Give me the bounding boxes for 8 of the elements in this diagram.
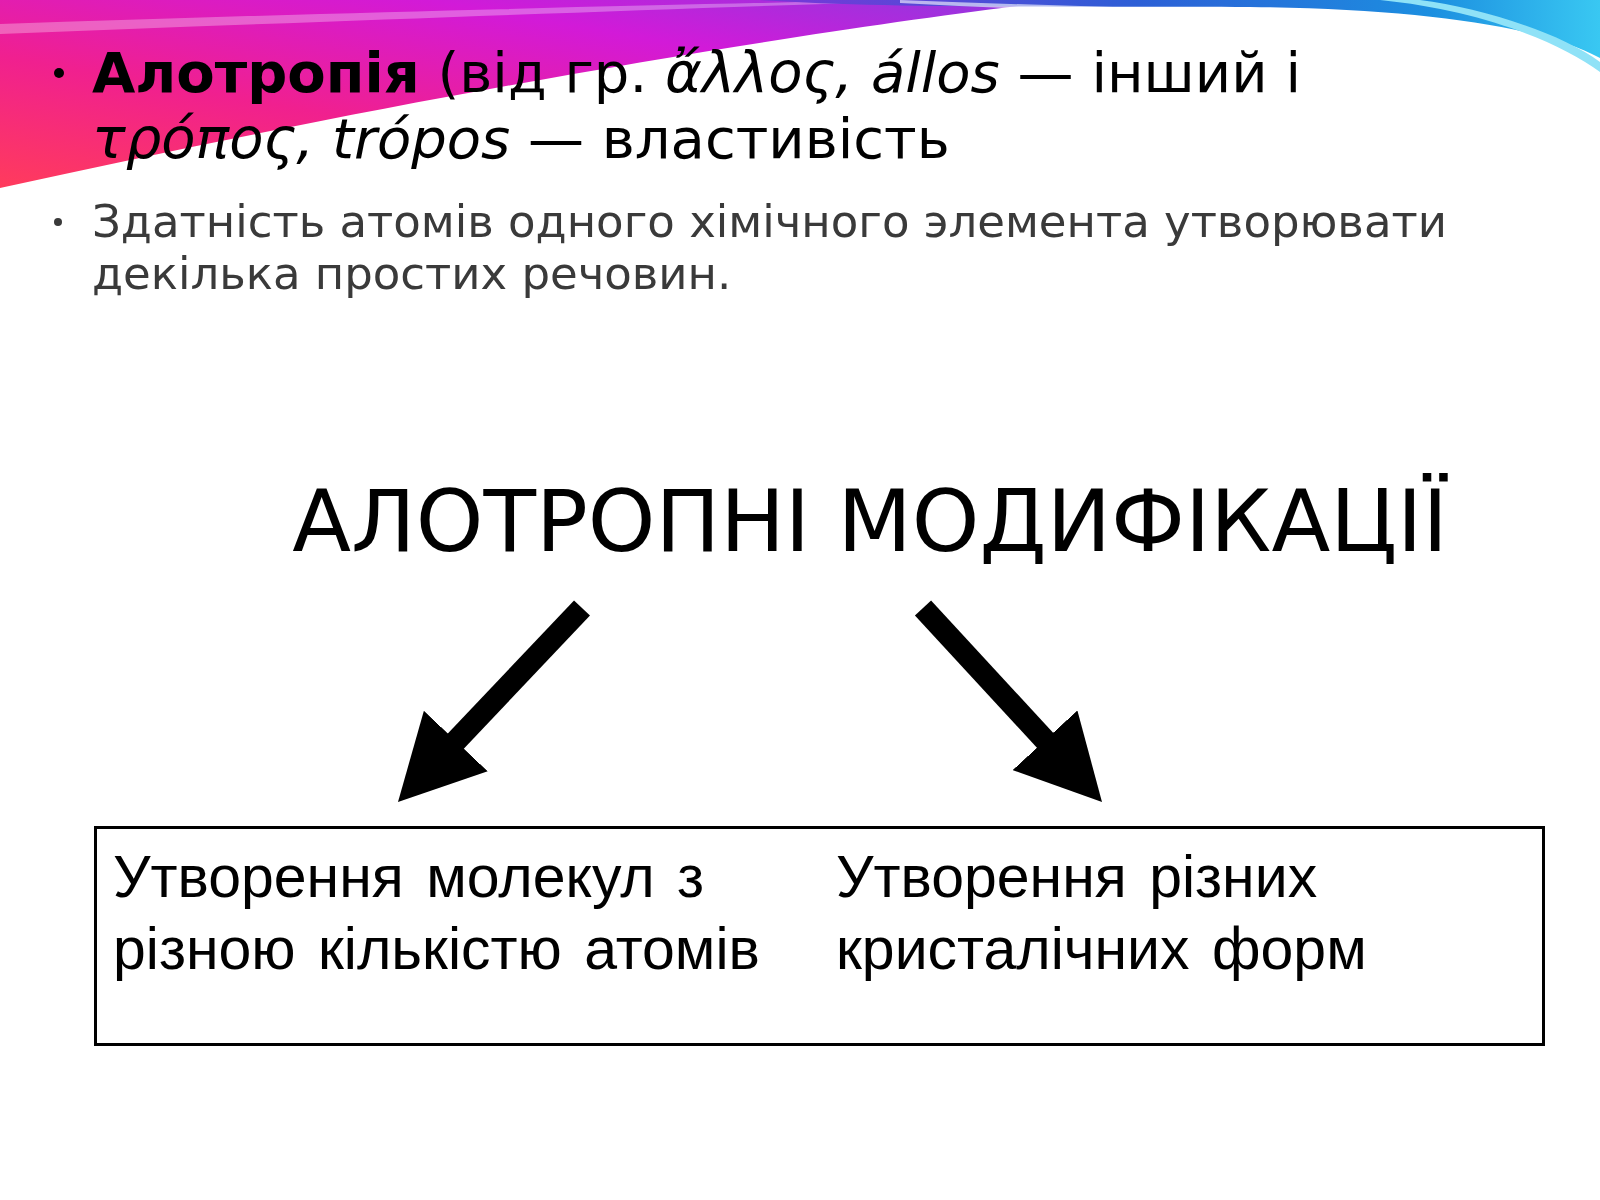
diagram-heading: АЛОТРОПНІ МОДИФІКАЦІЇ: [280, 466, 1460, 576]
table-cell: [819, 826, 1545, 1046]
bullet-text: Здатність атомів одного хімічного элемента утворювати декілька простих речовин.: [92, 196, 1448, 300]
arrow: [914, 600, 1102, 802]
cell-text: Утворення молекул з різною кількістю атомів: [113, 843, 761, 984]
cell-text: Утворення різних кристалічних форм: [836, 843, 1368, 984]
arrow: [398, 600, 590, 802]
table-cell: [94, 826, 820, 1046]
